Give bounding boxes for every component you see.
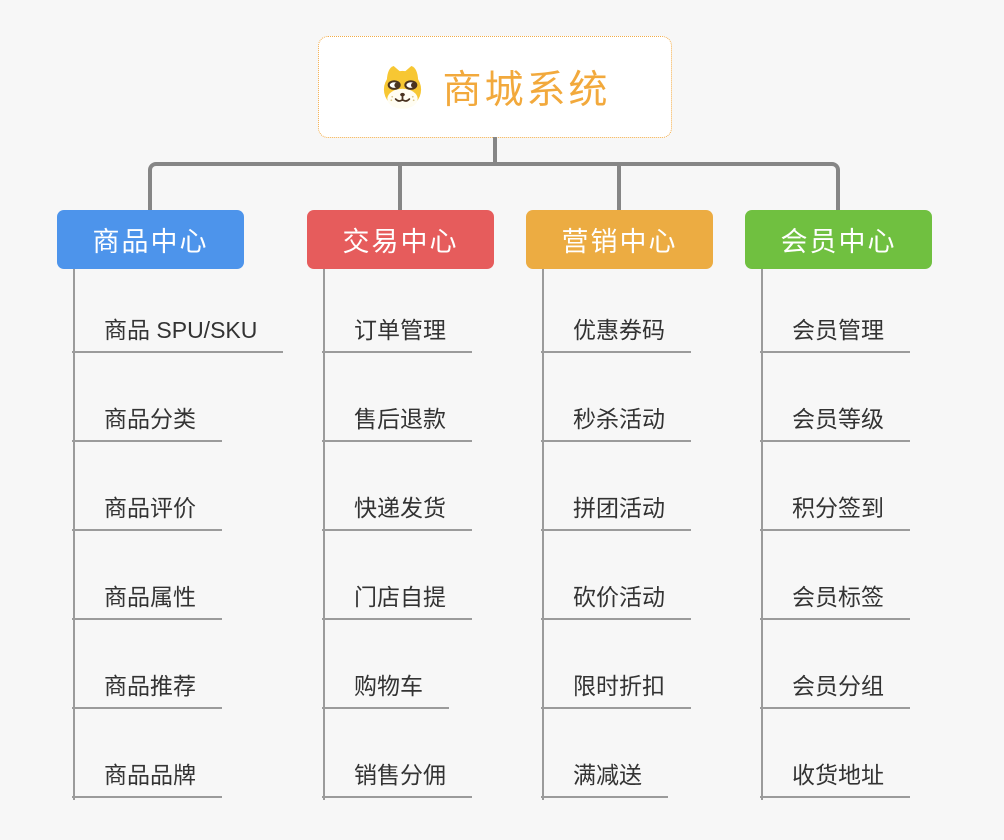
leaf-node-trade-2[interactable]: 快递发货 <box>322 493 472 531</box>
connector-corner-left <box>148 162 348 210</box>
trunk-line-trade <box>323 269 325 800</box>
leaf-node-trade-5[interactable]: 销售分佣 <box>322 760 472 798</box>
dog-face-icon <box>384 65 422 109</box>
leaf-node-products-2[interactable]: 商品评价 <box>72 493 222 531</box>
leaf-node-products-5[interactable]: 商品品牌 <box>72 760 222 798</box>
leaf-node-products-3[interactable]: 商品属性 <box>72 582 222 620</box>
leaf-node-marketing-1[interactable]: 秒杀活动 <box>541 404 691 442</box>
connector-horizontal-bar <box>340 162 650 166</box>
leaf-node-marketing-4[interactable]: 限时折扣 <box>541 671 691 709</box>
branch-box-trade[interactable]: 交易中心 <box>307 210 494 269</box>
branch-label: 交易中心 <box>342 227 459 257</box>
connector-root-stub <box>493 137 497 165</box>
leaf-node-members-0[interactable]: 会员管理 <box>760 315 910 353</box>
trunk-line-marketing <box>542 269 544 800</box>
leaf-node-members-2[interactable]: 积分签到 <box>760 493 910 531</box>
leaf-node-members-5[interactable]: 收货地址 <box>760 760 910 798</box>
leaf-node-trade-0[interactable]: 订单管理 <box>322 315 472 353</box>
branch-box-products[interactable]: 商品中心 <box>57 210 244 269</box>
root-node-mall-system[interactable]: 商城系统 <box>318 36 672 138</box>
leaf-node-trade-1[interactable]: 售后退款 <box>322 404 472 442</box>
branch-label: 营销中心 <box>561 227 678 257</box>
leaf-node-members-4[interactable]: 会员分组 <box>760 671 910 709</box>
leaf-node-products-0[interactable]: 商品 SPU/SKU <box>72 315 284 353</box>
connector-corner-right <box>640 162 840 210</box>
trunk-line-products <box>73 269 75 800</box>
connector-drop-branch-2 <box>398 165 402 210</box>
leaf-node-marketing-3[interactable]: 砍价活动 <box>541 582 691 620</box>
branch-box-marketing[interactable]: 营销中心 <box>526 210 713 269</box>
leaf-node-products-1[interactable]: 商品分类 <box>72 404 222 442</box>
leaf-node-marketing-2[interactable]: 拼团活动 <box>541 493 691 531</box>
connector-drop-branch-3 <box>617 165 621 210</box>
leaf-node-trade-4[interactable]: 购物车 <box>322 671 449 709</box>
branch-box-members[interactable]: 会员中心 <box>745 210 932 269</box>
leaf-node-members-1[interactable]: 会员等级 <box>760 404 910 442</box>
root-title: 商城系统 <box>442 69 611 112</box>
leaf-node-members-3[interactable]: 会员标签 <box>760 582 910 620</box>
leaf-node-marketing-0[interactable]: 优惠券码 <box>541 315 691 353</box>
branch-label: 会员中心 <box>780 227 897 257</box>
leaf-node-marketing-5[interactable]: 满减送 <box>541 760 668 798</box>
branch-label: 商品中心 <box>92 227 209 257</box>
leaf-node-trade-3[interactable]: 门店自提 <box>322 582 472 620</box>
leaf-node-products-4[interactable]: 商品推荐 <box>72 671 222 709</box>
trunk-line-members <box>761 269 763 800</box>
